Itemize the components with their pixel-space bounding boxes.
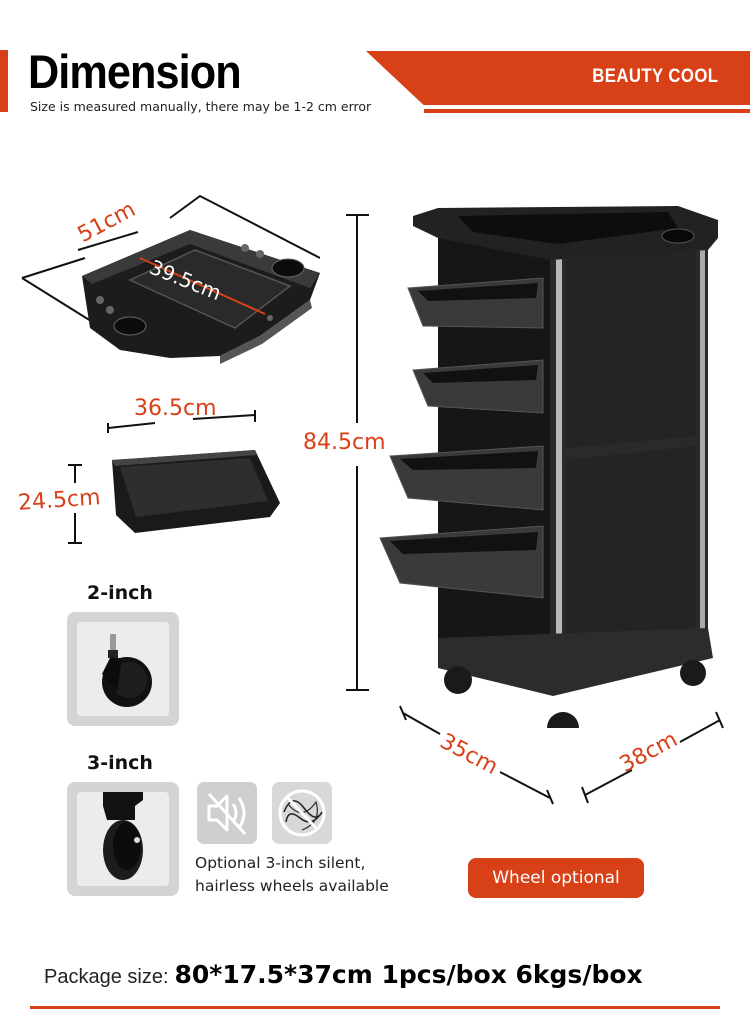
dim-drawer-width: 36.5cm [134, 396, 217, 421]
height-cap-top [346, 214, 369, 216]
page-title: Dimension [28, 45, 242, 98]
brand-name: BEAUTY COOL [591, 66, 718, 87]
dim-cart-height: 84.5cm [303, 430, 386, 455]
wheel-2inch-card [67, 612, 179, 726]
mute-feature-card [197, 782, 257, 844]
hairless-feature-card [272, 782, 332, 844]
no-hair-icon [278, 789, 326, 837]
base-dimension-lines [399, 705, 724, 805]
accent-bar [0, 50, 8, 112]
height-line-top [356, 215, 358, 423]
package-size-value: 80*17.5*37cm 1pcs/box 6kgs/box [174, 960, 643, 989]
package-size-label: Package size: [44, 966, 169, 988]
package-underline [30, 1006, 720, 1009]
feature-text-line1: Optional 3-inch silent, [195, 854, 366, 872]
feature-text-line2: hairless wheels available [195, 877, 389, 895]
height-line-bottom [356, 466, 358, 690]
height-cap-bottom [346, 689, 369, 691]
wheel-feature-description: Optional 3-inch silent, hairless wheels … [195, 852, 389, 898]
silent-wheel-icon [103, 792, 143, 880]
wheel-optional-button[interactable]: Wheel optional [468, 858, 644, 898]
wheel-3inch-label: 3-inch [87, 752, 153, 774]
drawer-image [68, 410, 280, 544]
page-subtitle: Size is measured manually, there may be … [30, 99, 372, 114]
brand-banner [366, 51, 750, 105]
wheel-2inch-label: 2-inch [87, 582, 153, 604]
wheel-3inch-card [67, 782, 179, 896]
brand-underline [424, 109, 750, 113]
package-size: Package size:80*17.5*37cm 1pcs/box 6kgs/… [44, 960, 643, 989]
trolley-cart-image [379, 206, 718, 728]
caster-wheel-icon [102, 634, 152, 707]
mute-speaker-icon [207, 792, 247, 836]
top-tray-image [21, 194, 320, 364]
